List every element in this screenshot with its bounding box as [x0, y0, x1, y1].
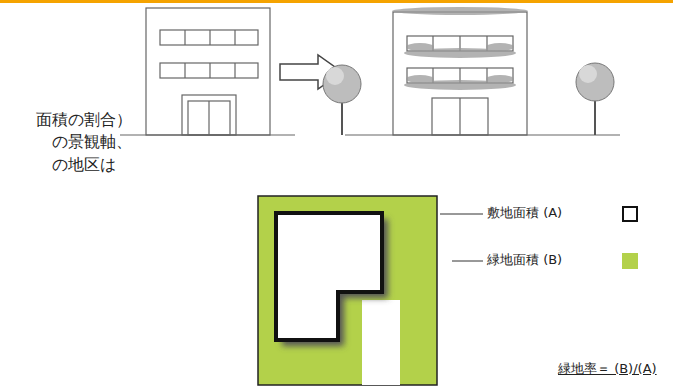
legend-label: 緑地面積 (B) [487, 252, 562, 268]
legend-label: 敷地面積 (A) [487, 205, 562, 221]
building-before [120, 8, 295, 135]
body-text: の景観軸、 [52, 132, 132, 151]
access-strip [362, 300, 400, 385]
formula-note: 緑地率＝ (B)/(A) [558, 361, 657, 377]
greenery [392, 7, 528, 90]
body-text: 面積の割合） [36, 110, 132, 129]
trees [323, 63, 614, 135]
body-text: の地区は [52, 155, 116, 174]
legend-swatch [622, 253, 638, 269]
building-footprint [276, 213, 382, 340]
site-area [258, 196, 437, 385]
top-bar [0, 0, 673, 3]
legend-swatch [622, 206, 638, 222]
leader-line [452, 261, 483, 262]
leader-line [440, 214, 483, 215]
building-after [345, 12, 620, 135]
